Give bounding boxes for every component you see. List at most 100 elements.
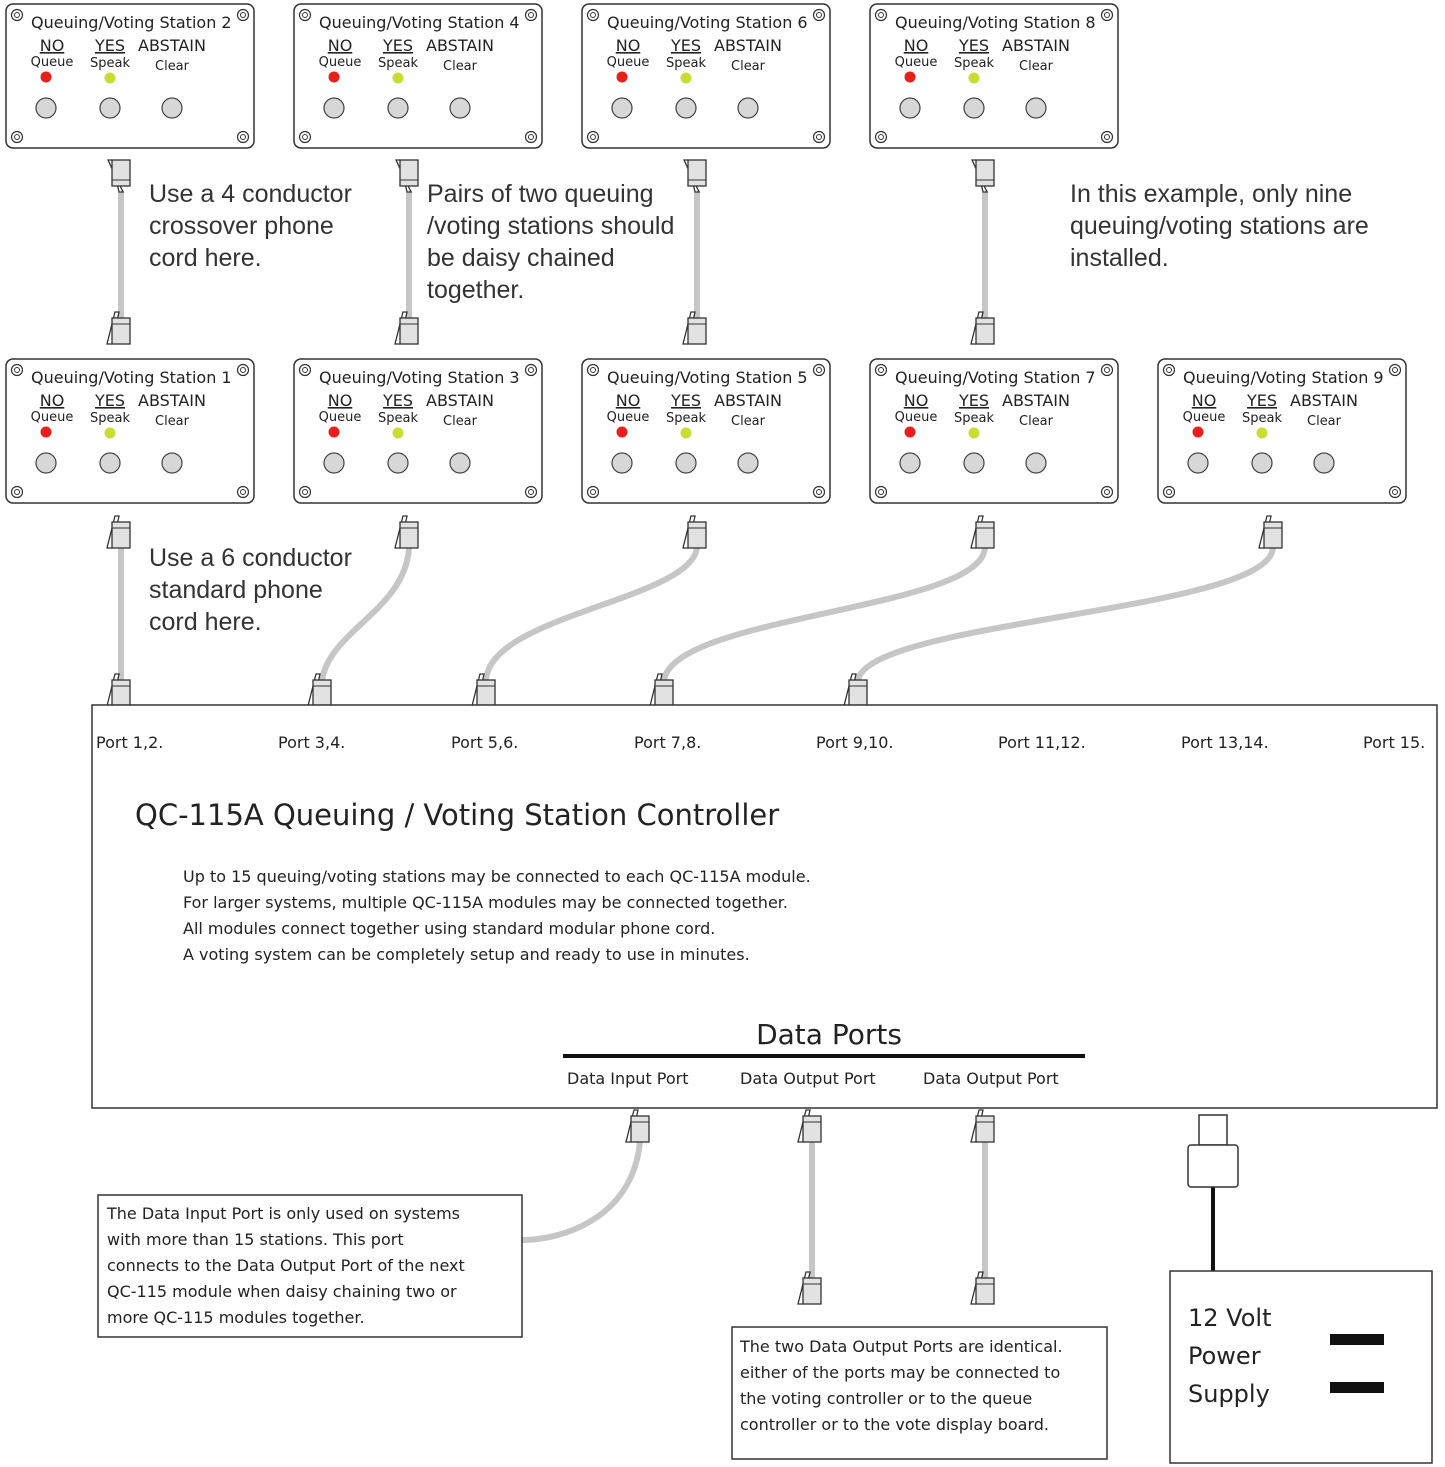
screw-icon — [874, 8, 888, 22]
note-example: In this example, only nine queuing/votin… — [1070, 180, 1369, 272]
cables — [118, 190, 1276, 1278]
abstain-button[interactable] — [737, 97, 759, 119]
abstain-button[interactable] — [1025, 97, 1047, 119]
no-button[interactable] — [323, 97, 345, 119]
yes-button[interactable] — [387, 97, 409, 119]
note-line: cord here. — [149, 244, 262, 272]
yes-button[interactable] — [99, 452, 121, 474]
no-button[interactable] — [611, 97, 633, 119]
power-supply-label: Power — [1188, 1342, 1261, 1370]
station-yes-label: YES — [1246, 391, 1277, 410]
station-no-label: NO — [1192, 391, 1217, 410]
speak-led-icon — [104, 72, 116, 84]
speak-led-icon — [680, 72, 692, 84]
station-abstain-label: ABSTAIN — [426, 391, 494, 410]
station-queue-label: Queue — [607, 410, 650, 425]
abstain-button[interactable] — [161, 452, 183, 474]
data-output-port-label: Data Output Port — [923, 1069, 1059, 1088]
abstain-button[interactable] — [449, 452, 471, 474]
station-yes-label: YES — [670, 391, 701, 410]
no-button[interactable] — [1187, 452, 1209, 474]
screw-icon — [236, 8, 250, 22]
station-speak-label: Speak — [666, 56, 706, 71]
station-frame — [293, 3, 543, 149]
port-labels: Port 1,2.Port 3,4.Port 5,6.Port 7,8.Port… — [96, 733, 1425, 752]
port-label: Port 7,8. — [634, 733, 701, 752]
station-no-label: NO — [328, 36, 353, 55]
no-button[interactable] — [323, 452, 345, 474]
station-yes-label: YES — [958, 36, 989, 55]
screw-icon — [874, 130, 888, 144]
screw-icon — [10, 485, 24, 499]
note-box — [731, 1326, 1108, 1460]
no-button[interactable] — [899, 97, 921, 119]
note-line: The two Data Output Ports are identical. — [739, 1337, 1063, 1356]
note-line: together. — [427, 276, 524, 304]
station-yes-label: YES — [94, 36, 125, 55]
controller-desc-line: All modules connect together using stand… — [183, 919, 715, 938]
station-yes-label: YES — [958, 391, 989, 410]
abstain-button[interactable] — [1313, 452, 1335, 474]
screw-icon — [236, 363, 250, 377]
station-title: Queuing/Voting Station 7 — [895, 368, 1096, 387]
yes-button[interactable] — [963, 452, 985, 474]
station-queue-label: Queue — [31, 55, 74, 70]
station-queue-label: Queue — [895, 55, 938, 70]
speak-led-icon — [392, 72, 404, 84]
no-button[interactable] — [35, 452, 57, 474]
note-line: be daisy chained — [427, 244, 615, 272]
abstain-button[interactable] — [449, 97, 471, 119]
power-supply-label: Supply — [1188, 1380, 1270, 1408]
station-clear-label: Clear — [1019, 414, 1054, 429]
screw-icon — [298, 8, 312, 22]
station-no-label: NO — [40, 36, 65, 55]
screw-icon — [524, 363, 538, 377]
rj-plug-icon — [394, 515, 419, 549]
station-speak-label: Speak — [378, 411, 418, 426]
yes-button[interactable] — [99, 97, 121, 119]
speak-led-icon — [968, 427, 980, 439]
yes-button[interactable] — [1251, 452, 1273, 474]
station-frame — [581, 3, 831, 149]
yes-button[interactable] — [387, 452, 409, 474]
station-no-label: NO — [616, 36, 641, 55]
yes-button[interactable] — [963, 97, 985, 119]
station-frame — [293, 358, 543, 504]
controller-frame — [91, 704, 1438, 1109]
queue-led-icon — [328, 426, 340, 438]
screw-icon — [1162, 363, 1176, 377]
data-output-note: The two Data Output Ports are identical.… — [731, 1326, 1108, 1460]
screw-icon — [874, 363, 888, 377]
abstain-button[interactable] — [1025, 452, 1047, 474]
note-line: cord here. — [149, 608, 262, 636]
abstain-button[interactable] — [737, 452, 759, 474]
port-label: Port 5,6. — [451, 733, 518, 752]
rj-plug-icon — [106, 673, 131, 707]
rj-plug-icon — [394, 311, 419, 345]
note-line: with more than 15 stations. This port — [107, 1230, 404, 1249]
no-button[interactable] — [899, 452, 921, 474]
rj-plug-icon — [649, 673, 674, 707]
yes-button[interactable] — [675, 452, 697, 474]
data-ports-title: Data Ports — [756, 1018, 902, 1051]
station-queue-label: Queue — [319, 55, 362, 70]
note-line: Pairs of two queuing — [427, 180, 654, 208]
queue-led-icon — [40, 71, 52, 83]
no-button[interactable] — [611, 452, 633, 474]
no-button[interactable] — [35, 97, 57, 119]
port-label: Port 11,12. — [998, 733, 1086, 752]
station-title: Queuing/Voting Station 6 — [607, 13, 808, 32]
abstain-button[interactable] — [161, 97, 183, 119]
station-speak-label: Speak — [90, 411, 130, 426]
note-pairs: Pairs of two queuing /voting stations sh… — [427, 180, 674, 304]
screw-icon — [1100, 130, 1114, 144]
station-queue-label: Queue — [895, 410, 938, 425]
screw-icon — [812, 130, 826, 144]
yes-button[interactable] — [675, 97, 697, 119]
screw-icon — [1100, 485, 1114, 499]
queue-led-icon — [616, 426, 628, 438]
station-no-label: NO — [328, 391, 353, 410]
note-line: queuing/voting stations are — [1070, 212, 1369, 240]
station-abstain-label: ABSTAIN — [426, 36, 494, 55]
